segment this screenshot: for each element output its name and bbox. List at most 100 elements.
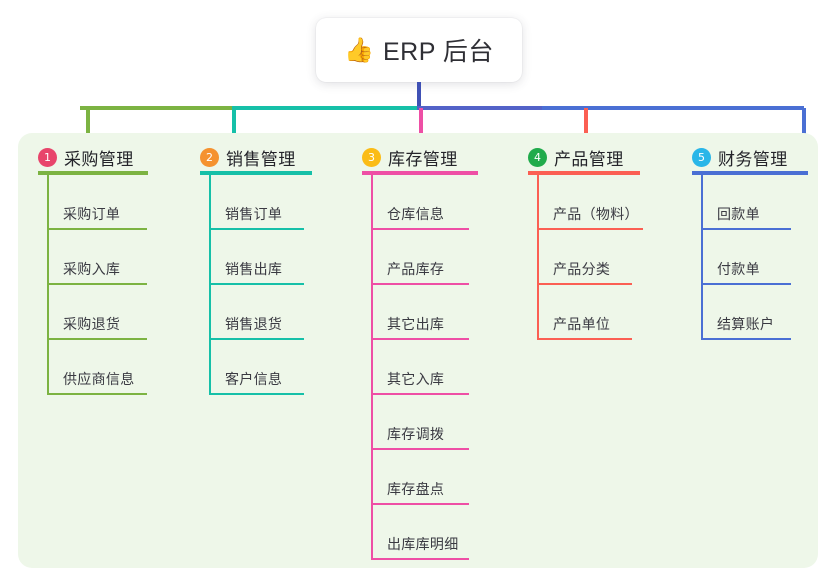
leaf-item-label: 销售出库 — [225, 261, 283, 277]
leaf-item-underline — [537, 338, 632, 340]
leaf-item-underline — [701, 283, 791, 285]
leaf-item-label: 产品单位 — [553, 316, 611, 332]
root-trunk-connector — [417, 82, 421, 108]
branch-underline — [692, 171, 808, 175]
branch-title: 采购管理 — [64, 150, 134, 169]
branch-number-badge: 4 — [528, 148, 547, 167]
leaf-item-underline — [371, 393, 469, 395]
thumbs-up-emoji: 👍 — [344, 36, 374, 64]
bus-segment-3 — [417, 106, 542, 110]
leaf-item-underline — [537, 283, 632, 285]
leaf-item[interactable]: 产品单位 — [537, 314, 632, 340]
leaf-item-label: 产品分类 — [553, 261, 611, 277]
leaf-item[interactable]: 销售出库 — [209, 259, 304, 285]
leaf-item[interactable]: 采购入库 — [47, 259, 147, 285]
branch-spine — [537, 175, 539, 340]
leaf-item-underline — [209, 338, 304, 340]
leaf-item[interactable]: 结算账户 — [701, 314, 791, 340]
bus-segment-2 — [232, 106, 419, 110]
leaf-item[interactable]: 产品分类 — [537, 259, 632, 285]
leaf-item-underline — [701, 228, 791, 230]
leaf-item-label: 其它出库 — [387, 316, 445, 332]
leaf-item-label: 销售退货 — [225, 316, 283, 332]
leaf-item-label: 仓库信息 — [387, 206, 445, 222]
branch-stub-1 — [86, 108, 90, 136]
bus-segment-1 — [80, 106, 232, 110]
leaf-item[interactable]: 产品（物料） — [537, 204, 643, 230]
branch-number-badge: 2 — [200, 148, 219, 167]
leaf-item-label: 采购退货 — [63, 316, 121, 332]
leaf-item-label: 其它入库 — [387, 371, 445, 387]
leaf-item-underline — [209, 393, 304, 395]
branch-underline — [200, 171, 312, 175]
branch-spine — [47, 175, 49, 395]
leaf-item-label: 产品库存 — [387, 261, 445, 277]
leaf-item-underline — [209, 283, 304, 285]
leaf-item[interactable]: 付款单 — [701, 259, 791, 285]
leaf-item[interactable]: 仓库信息 — [371, 204, 469, 230]
branch-underline — [528, 171, 640, 175]
leaf-item[interactable]: 销售退货 — [209, 314, 304, 340]
branch-number-badge: 1 — [38, 148, 57, 167]
branch-underline — [38, 171, 148, 175]
leaf-item[interactable]: 采购退货 — [47, 314, 147, 340]
leaf-item-underline — [537, 228, 643, 230]
leaf-item-underline — [47, 338, 147, 340]
root-node-card[interactable]: 👍 ERP 后台 — [316, 18, 522, 82]
leaf-item-underline — [47, 393, 147, 395]
branch-number-badge: 3 — [362, 148, 381, 167]
branch-stub-2 — [232, 108, 236, 136]
branch-number-badge: 5 — [692, 148, 711, 167]
branch-spine — [209, 175, 211, 395]
leaf-item-underline — [47, 283, 147, 285]
leaf-item[interactable]: 其它出库 — [371, 314, 469, 340]
leaf-item-label: 库存调拨 — [387, 426, 445, 442]
branch-stub-3 — [419, 108, 423, 136]
leaf-item-underline — [209, 228, 304, 230]
branch-title: 财务管理 — [718, 150, 788, 169]
leaf-item-label: 回款单 — [717, 206, 760, 222]
leaf-item-label: 客户信息 — [225, 371, 283, 387]
leaf-item-label: 采购入库 — [63, 261, 121, 277]
leaf-item-label: 出库库明细 — [387, 536, 459, 552]
leaf-item-label: 采购订单 — [63, 206, 121, 222]
leaf-item-underline — [371, 503, 469, 505]
leaf-item[interactable]: 客户信息 — [209, 369, 304, 395]
leaf-item[interactable]: 产品库存 — [371, 259, 469, 285]
leaf-item-underline — [371, 228, 469, 230]
branch-header-财务管理[interactable]: 5 财务管理 — [692, 145, 788, 170]
leaf-item[interactable]: 出库库明细 — [371, 534, 469, 560]
leaf-item-underline — [371, 558, 469, 560]
branch-spine — [371, 175, 373, 560]
page-title: ERP 后台 — [382, 38, 494, 66]
branch-underline — [362, 171, 478, 175]
leaf-item[interactable]: 采购订单 — [47, 204, 147, 230]
branch-header-采购管理[interactable]: 1 采购管理 — [38, 145, 134, 170]
leaf-item-label: 付款单 — [717, 261, 760, 277]
leaf-item-label: 结算账户 — [717, 316, 775, 332]
branch-title: 产品管理 — [554, 150, 624, 169]
leaf-item[interactable]: 供应商信息 — [47, 369, 147, 395]
branch-header-产品管理[interactable]: 4 产品管理 — [528, 145, 624, 170]
leaf-item-underline — [371, 338, 469, 340]
leaf-item[interactable]: 其它入库 — [371, 369, 469, 395]
branch-spine — [701, 175, 703, 340]
branch-stub-4 — [584, 108, 588, 136]
leaf-item-underline — [371, 448, 469, 450]
leaf-item-label: 供应商信息 — [63, 371, 135, 387]
leaf-item-label: 销售订单 — [225, 206, 283, 222]
leaf-item-label: 库存盘点 — [387, 481, 445, 497]
branch-stub-5 — [802, 108, 806, 136]
leaf-item-underline — [701, 338, 791, 340]
bus-segment-4 — [542, 106, 804, 110]
branch-title: 库存管理 — [388, 150, 458, 169]
branch-header-库存管理[interactable]: 3 库存管理 — [362, 145, 458, 170]
leaf-item[interactable]: 库存调拨 — [371, 424, 469, 450]
leaf-item[interactable]: 库存盘点 — [371, 479, 469, 505]
leaf-item[interactable]: 回款单 — [701, 204, 791, 230]
leaf-item-label: 产品（物料） — [553, 206, 639, 222]
leaf-item[interactable]: 销售订单 — [209, 204, 304, 230]
